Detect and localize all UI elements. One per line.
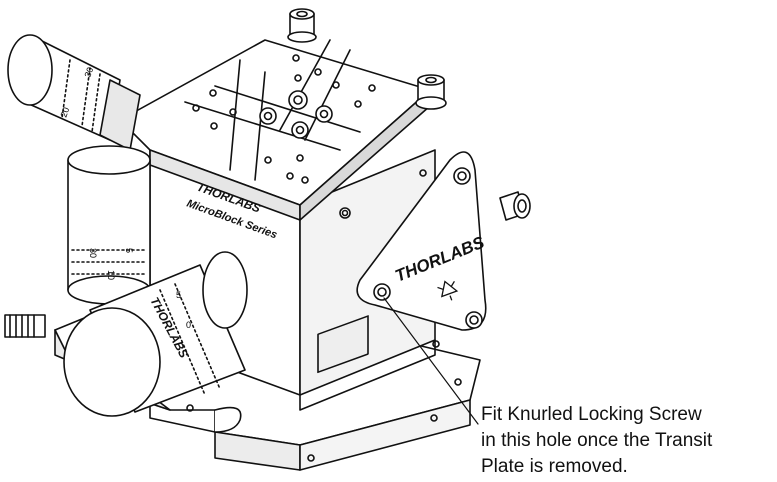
recycle-icon (437, 280, 459, 301)
micrometer-vertical-tick-0: 30 (88, 248, 98, 258)
micrometer-top (7, 34, 141, 151)
micrometer-top-tick-0: 30 (82, 66, 95, 79)
micrometer-vertical-tick-2: 10 (106, 270, 116, 280)
callout-text: Fit Knurled Locking Screw in this hole o… (481, 402, 712, 480)
transit-plate (356, 151, 487, 331)
micrometer-vertical (67, 145, 151, 305)
callout-leader-line (383, 297, 479, 425)
micrometer-front-tick-0: 5 (176, 290, 181, 300)
knurled-locking-screw (499, 191, 531, 221)
callout-line-3: Plate is removed. (481, 456, 628, 477)
micrometer-front (4, 251, 248, 417)
callout-line-2: in this hole once the Transit (481, 430, 713, 451)
micrometer-top-tick-1: 20 (58, 106, 71, 119)
callout-line-1: Fit Knurled Locking Screw (481, 404, 702, 425)
micrometer-front-tick-1: 0 (186, 320, 191, 330)
micrometer-vertical-tick-1: 5 (124, 248, 134, 253)
